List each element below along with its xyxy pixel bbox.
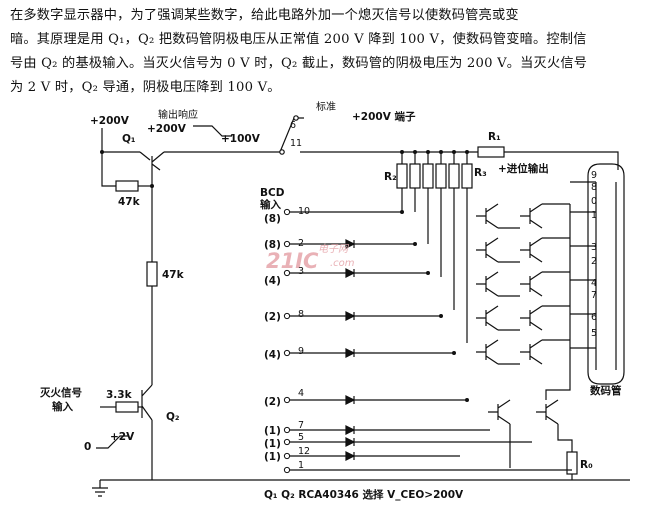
svg-text:(2): (2) xyxy=(264,311,281,323)
svg-text:电子网: 电子网 xyxy=(318,243,350,255)
svg-text:8: 8 xyxy=(298,309,304,320)
svg-text:9: 9 xyxy=(591,170,597,181)
svg-text:(1): (1) xyxy=(264,425,281,437)
q2-transistor xyxy=(141,384,153,480)
switch-pin-6: 6 xyxy=(290,120,296,131)
resistor-47k-b xyxy=(146,261,158,287)
footer-caption: Q₁ Q₂ RCA40346 选择 V_CEO>200V xyxy=(264,488,464,501)
plus-200v-label: +200V xyxy=(90,115,130,127)
svg-text:10: 10 xyxy=(298,206,310,217)
description-line: 为 2 V 时，Q₂ 导通，阴极电压降到 100 V。 xyxy=(10,80,281,95)
svg-text:(8): (8) xyxy=(264,239,281,251)
output-response-label: 输出响应 xyxy=(158,108,198,121)
svg-text:(4): (4) xyxy=(264,349,281,361)
svg-text:(8): (8) xyxy=(264,213,281,225)
svg-text:9: 9 xyxy=(298,346,304,357)
watermark: 21IC 电子网 .com xyxy=(266,243,355,273)
diode-matrix xyxy=(345,239,356,461)
svg-text:4: 4 xyxy=(298,388,304,399)
r0-label: R₀ xyxy=(580,459,593,471)
input-step-high: +2V xyxy=(110,431,135,443)
resistor-bank-r2 xyxy=(396,163,408,189)
terminal-200v-label: +200V 端子 xyxy=(352,110,416,123)
q1-transistor xyxy=(139,151,165,172)
tube-label: 数码管 xyxy=(589,384,622,397)
svg-text:1: 1 xyxy=(591,210,597,221)
input-step-waveform xyxy=(96,435,128,449)
resistor-r3 xyxy=(461,163,473,189)
svg-text:2: 2 xyxy=(298,238,304,249)
resistor-r1 xyxy=(477,146,505,158)
svg-text:(1): (1) xyxy=(264,451,281,463)
switch-pin-11: 11 xyxy=(290,138,302,149)
description-line: 暗。其原理是用 Q₁，Q₂ 把数码管阴极电压从正常值 200 V 降到 100 … xyxy=(10,32,587,47)
r1-label: R₁ xyxy=(488,131,501,143)
tube-digit-labels: 9 8 0 1 3 2 4 7 6 5 xyxy=(591,170,597,339)
bias-wire xyxy=(101,152,116,187)
svg-text:12: 12 xyxy=(298,446,310,457)
svg-text:3: 3 xyxy=(298,266,304,277)
resistor-3k3-label: 3.3k xyxy=(106,389,133,401)
blank-signal-label: 灭火信号 xyxy=(39,386,82,399)
svg-text:3: 3 xyxy=(591,242,597,253)
standard-label: 标准 xyxy=(316,101,336,113)
response-100v-label: +100V xyxy=(221,133,261,145)
svg-text:2: 2 xyxy=(591,256,597,267)
bcd-input-lines xyxy=(290,211,336,471)
svg-text:1: 1 xyxy=(298,460,304,471)
resistor-r0 xyxy=(566,451,578,475)
description-line: 在多数字显示器中，为了强调某些数字，给此电路外加一个熄灭信号以使数码管亮或变 xyxy=(10,8,519,23)
resistor-3k3 xyxy=(115,401,139,413)
svg-text:(1): (1) xyxy=(264,438,281,450)
svg-text:.com: .com xyxy=(330,258,355,269)
resistor-47k-b-label: 47k xyxy=(162,269,185,281)
svg-text:6: 6 xyxy=(591,312,597,323)
bcd-input-label: 输入 xyxy=(260,198,281,211)
description-paragraph: 在多数字显示器中，为了强调某些数字，给此电路外加一个熄灭信号以使数码管亮或变 暗… xyxy=(10,4,660,100)
svg-text:0: 0 xyxy=(591,196,597,207)
q2-label: Q₂ xyxy=(166,411,180,423)
driver-transistors xyxy=(476,203,573,468)
resistor-47k-a-label: 47k xyxy=(118,196,141,208)
svg-text:5: 5 xyxy=(591,328,597,339)
svg-text:8: 8 xyxy=(591,182,597,193)
svg-text:21IC: 21IC xyxy=(266,249,319,273)
response-200v-label: +200V xyxy=(147,123,187,135)
input-step-low: 0 xyxy=(84,441,91,453)
svg-text:7: 7 xyxy=(298,420,304,431)
svg-text:(4): (4) xyxy=(264,275,281,287)
bcd-input-terminals xyxy=(283,208,291,474)
ground-symbol xyxy=(92,479,630,497)
svg-text:5: 5 xyxy=(298,432,304,443)
description-line: 号由 Q₂ 的基极输入。当灭火信号为 0 V 时，Q₂ 截止，数码管的阴极电压为… xyxy=(10,56,588,71)
svg-text:4: 4 xyxy=(591,278,597,289)
output-step-waveform xyxy=(193,125,232,137)
bcd-rows: (8) 10 (8) 2 (4) 3 (2) 8 (4) 9 (2) 4 (1)… xyxy=(264,206,310,471)
carry-out-label: +进位输出 xyxy=(498,162,549,175)
r3-label: R₃ xyxy=(474,167,487,179)
blank-signal-input-label: 输入 xyxy=(52,400,73,413)
r2-label: R₂ xyxy=(384,171,397,183)
bcd-label: BCD xyxy=(260,187,285,199)
svg-text:(2): (2) xyxy=(264,396,281,408)
nixie-tube xyxy=(587,163,625,385)
svg-text:7: 7 xyxy=(591,290,597,301)
q1-label: Q₁ xyxy=(122,133,136,145)
resistor-47k-a xyxy=(115,180,139,192)
